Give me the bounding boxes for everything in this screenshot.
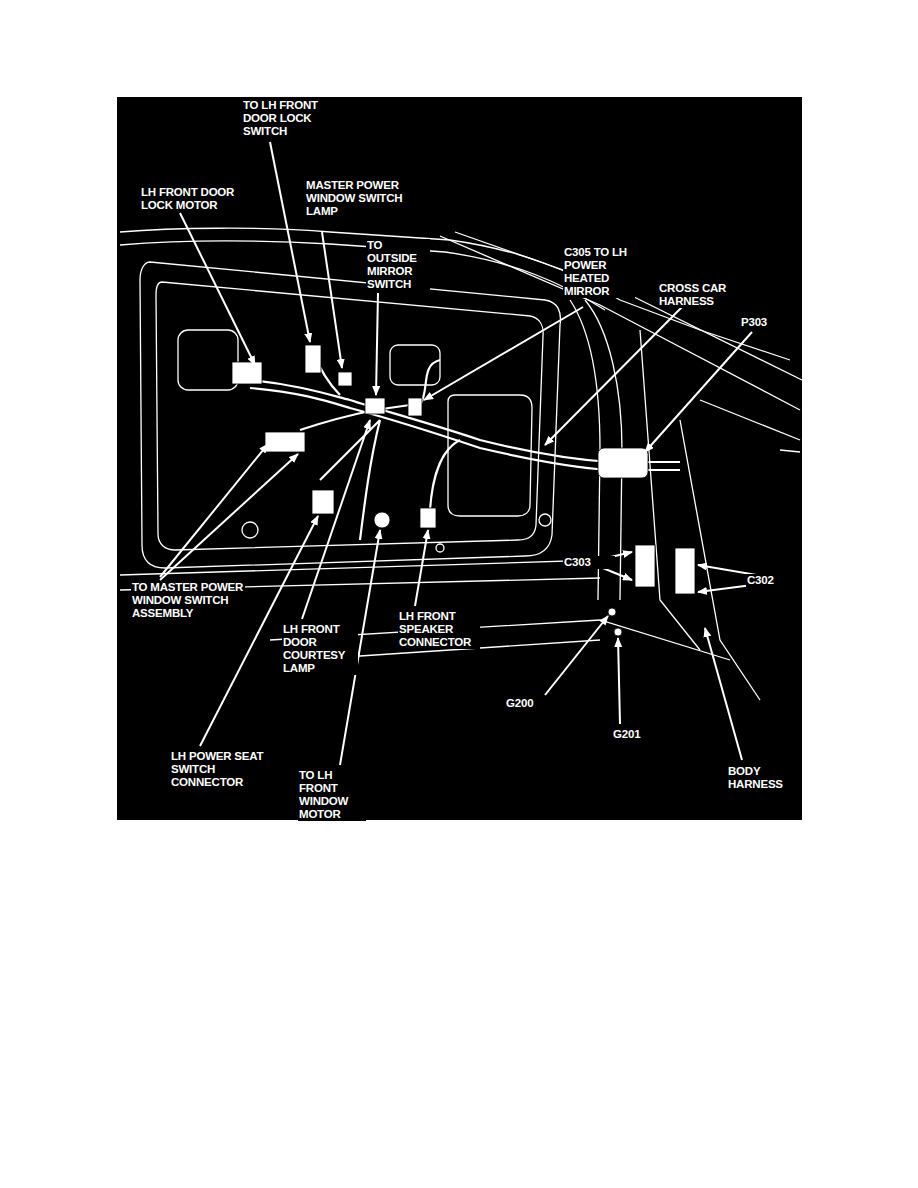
callout-label: BODY HARNESS	[727, 765, 795, 791]
wiring-harness	[250, 350, 680, 540]
callout-label: C303	[563, 556, 615, 569]
connector-bodies	[232, 345, 695, 636]
callout-label: LH POWER SEAT SWITCH CONNECTOR	[170, 750, 276, 789]
callout-label: TO LH FRONT DOOR LOCK SWITCH	[242, 99, 330, 138]
callout-label: TO OUTSIDE MIRROR SWITCH	[366, 239, 430, 291]
callout-label: G200	[505, 697, 557, 710]
callout-label: TO LH FRONT WINDOW MOTOR	[298, 769, 366, 821]
callout-label: C305 TO LH POWER HEATED MIRROR	[563, 246, 635, 298]
callout-label: TO MASTER POWER WINDOW SWITCH ASSEMBLY	[131, 581, 245, 620]
callout-label: C302	[746, 574, 798, 587]
callout-label: P303	[740, 316, 792, 329]
callout-label: LH FRONT SPEAKER CONNECTOR	[398, 610, 480, 649]
callout-label: MASTER POWER WINDOW SWITCH LAMP	[305, 179, 417, 218]
callout-label: LH FRONT DOOR LOCK MOTOR	[140, 186, 260, 212]
callout-label: LH FRONT DOOR COURTESY LAMP	[282, 623, 358, 675]
callout-label: G201	[612, 728, 664, 741]
leader-arrows	[160, 142, 768, 765]
callout-label: CROSS CAR HARNESS	[658, 282, 740, 308]
